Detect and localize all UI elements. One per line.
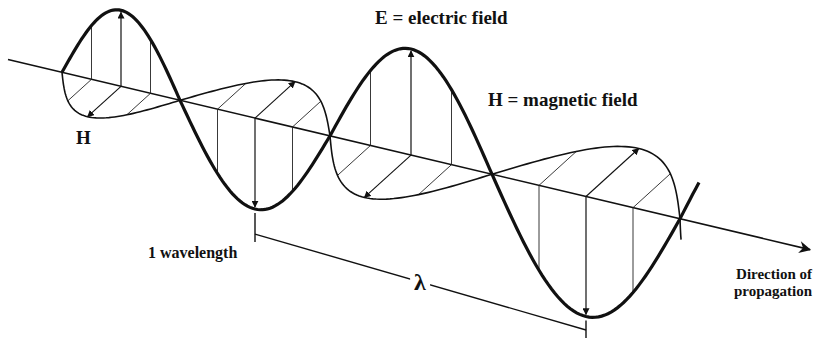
h-vector-line (218, 83, 246, 109)
field-symbol: H (76, 128, 91, 149)
magnetic-wave (62, 72, 681, 239)
h-vector-line (539, 151, 576, 185)
direction-label: Direction of propagation (712, 266, 812, 299)
e-vector-line (370, 70, 371, 145)
e-vector-line (91, 26, 92, 80)
e-vector-line (451, 90, 452, 165)
field-symbol-text: H (76, 127, 91, 148)
wavelength-symbol-text: λ (410, 269, 430, 295)
e-vector-line (217, 109, 218, 173)
h-vector-arrow (255, 82, 295, 118)
wavelength-bracket (255, 234, 586, 330)
electric-wave (62, 10, 699, 318)
field-label: H = magnetic field (488, 90, 638, 111)
e-vector-line (539, 185, 540, 270)
h-vector-line (68, 79, 92, 100)
field-label: E = electric field (375, 8, 508, 29)
h-vector-line (633, 174, 670, 208)
dimension-label: 1 wavelength (148, 244, 237, 262)
e-vector-arrow (410, 51, 411, 155)
wavelength-symbol: λ (410, 269, 430, 295)
field-label-text: H = magnetic field (488, 89, 638, 110)
e-vector-arrow (254, 118, 255, 207)
e-vector-arrow (585, 197, 586, 315)
field-label-text: E = electric field (375, 7, 508, 28)
e-vector-line (633, 208, 634, 293)
h-vector-line (338, 145, 371, 175)
wavelength-tick (254, 213, 255, 242)
dimension-label-text: 1 wavelength (148, 244, 237, 261)
direction-label-text: Direction of propagation (734, 266, 812, 299)
h-vector-arrow (364, 155, 411, 197)
h-vector-arrow (88, 86, 121, 116)
e-vector-line (292, 127, 293, 191)
e-vector-line (150, 40, 151, 94)
e-vector-arrow (120, 12, 121, 86)
h-vector-arrow (586, 149, 639, 197)
propagation-axis (8, 60, 810, 250)
h-vector-line (293, 101, 321, 127)
